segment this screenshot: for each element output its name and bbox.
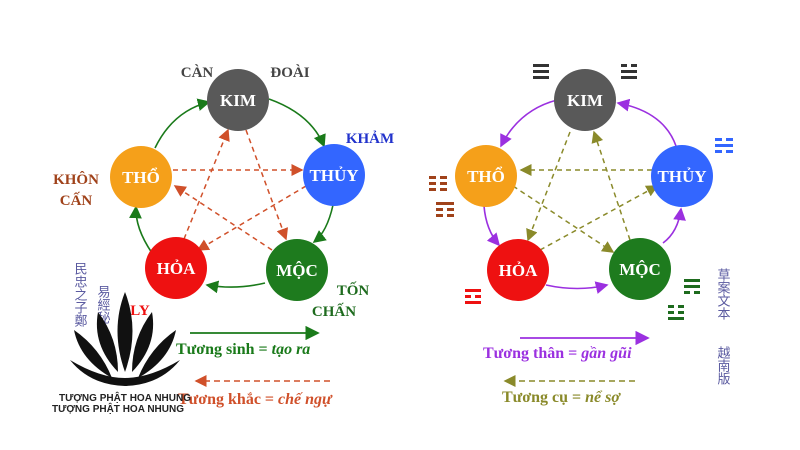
node-label: MỘC	[619, 260, 661, 279]
vertical-text-left: 民忠之子鄭 易經秘	[72, 262, 111, 327]
trigram-qian-icon	[533, 64, 549, 79]
trigram-gen-icon	[436, 202, 454, 217]
cu-arrow-tho-moc	[512, 185, 615, 253]
vertical-text-right: 草案文本 越南版	[715, 268, 731, 386]
trigram-can: CÀN	[181, 64, 214, 81]
than-arrow-thuy-kim	[616, 98, 677, 147]
node-moc-left: MỘC	[266, 239, 328, 301]
trigram-doai: ĐOÀI	[270, 64, 309, 81]
node-label: THỦY	[657, 167, 706, 186]
legend-sinh-term: Tương sinh =	[176, 341, 272, 358]
legend-than: Tương thân = gần gũi	[483, 345, 632, 362]
node-label: KIM	[220, 91, 256, 110]
khac-arrow-moc-tho	[173, 185, 273, 251]
legend-sinh-meaning: tạo ra	[272, 341, 311, 358]
than-arrow-moc-thuy	[662, 207, 686, 244]
cu-arrow-moc-kim	[591, 130, 631, 241]
node-tho-left: THỔ	[110, 146, 172, 208]
sinh-arrow-tho-kim	[154, 98, 211, 149]
node-kim-right: KIM	[554, 69, 616, 131]
node-label: KIM	[567, 91, 603, 110]
watermark-line1: TƯỢNG PHẬT HOA NHUNG	[59, 391, 191, 404]
node-thuy-right: THỦY	[651, 145, 713, 207]
khac-arrow-thuy-hoa	[196, 185, 307, 251]
legend-cu-meaning: nể sợ	[585, 389, 621, 406]
node-moc-right: MỘC	[609, 238, 671, 300]
trigram-ly: LY	[130, 303, 150, 319]
lotus-watermark-logo: TƯỢNG PHẬT HOA NHUNG TƯỢNG PHẬT HOA NHUN…	[52, 292, 191, 415]
trigram-dui-icon	[621, 64, 637, 79]
right-cu-arrows	[512, 130, 659, 253]
legend-than-term: Tương thân =	[483, 345, 581, 362]
left-khac-arrows	[173, 128, 307, 251]
legend-cu-term: Tương cụ =	[502, 389, 585, 406]
trigram-xun-icon	[684, 279, 700, 294]
khac-arrow-kim-moc	[245, 129, 289, 241]
node-hoa-left: HỎA	[145, 237, 207, 299]
node-thuy-left: THỦY	[303, 144, 365, 206]
legend-sinh: Tương sinh = tạo ra	[176, 341, 310, 358]
legend-khac-term: Tương khắc =	[178, 391, 278, 408]
trigram-kun-icon	[429, 176, 447, 191]
node-label: THỦY	[309, 166, 358, 185]
trigram-ton: TỐN	[337, 281, 370, 299]
left-diagram: KIM THỦY MỘC HỎA THỔ CÀN ĐOÀI KHẢM KHÔN …	[53, 64, 394, 408]
trigram-li-icon	[465, 289, 481, 304]
trigram-kham: KHẢM	[346, 130, 394, 147]
legend-khac: Tương khắc = chế ngự	[178, 391, 333, 408]
node-label: HỎA	[157, 259, 196, 278]
trigram-zhen-icon	[668, 305, 684, 320]
cu-arrow-hoa-thuy	[539, 185, 659, 251]
trigram-chan: CHẤN	[312, 303, 356, 320]
sinh-arrow-kim-thuy	[268, 98, 326, 148]
node-label: MỘC	[276, 261, 318, 280]
node-kim-left: KIM	[207, 69, 269, 131]
than-arrow-hoa-moc	[545, 281, 609, 294]
node-hoa-right: HỎA	[487, 239, 549, 301]
trigram-can-mountain: CẤN	[60, 192, 93, 209]
than-arrow-kim-tho	[500, 99, 558, 148]
sinh-arrow-hoa-tho	[129, 205, 153, 254]
watermark-line2: TƯỢNG PHẬT HOA NHUNG	[52, 402, 184, 415]
legend-khac-meaning: chế ngự	[278, 391, 333, 408]
sinh-arrow-thuy-moc	[312, 204, 334, 243]
right-diagram: KIM THỦY MỘC HỎA THỔ	[429, 64, 733, 406]
node-tho-right: THỔ	[455, 145, 517, 207]
cu-arrow-kim-hoa	[526, 131, 571, 242]
vertical-text-right-col2: 越南版	[715, 346, 731, 386]
than-arrow-tho-hoa	[483, 205, 501, 247]
node-label: THỔ	[467, 166, 505, 186]
right-than-arrows	[483, 98, 686, 294]
khac-arrow-hoa-kim	[183, 128, 230, 240]
legend-cu: Tương cụ = nể sợ	[502, 389, 621, 406]
vertical-text-left-col1: 民忠之子鄭	[72, 262, 88, 327]
left-sinh-arrows	[129, 98, 334, 294]
vertical-text-right-col1: 草案文本	[715, 268, 731, 320]
sinh-arrow-moc-hoa	[205, 280, 266, 294]
trigram-khon: KHÔN	[53, 171, 99, 188]
node-label: THỔ	[122, 167, 160, 187]
trigram-kan-icon	[715, 138, 733, 153]
legend-than-meaning: gần gũi	[580, 345, 632, 362]
node-label: HỎA	[499, 261, 538, 280]
